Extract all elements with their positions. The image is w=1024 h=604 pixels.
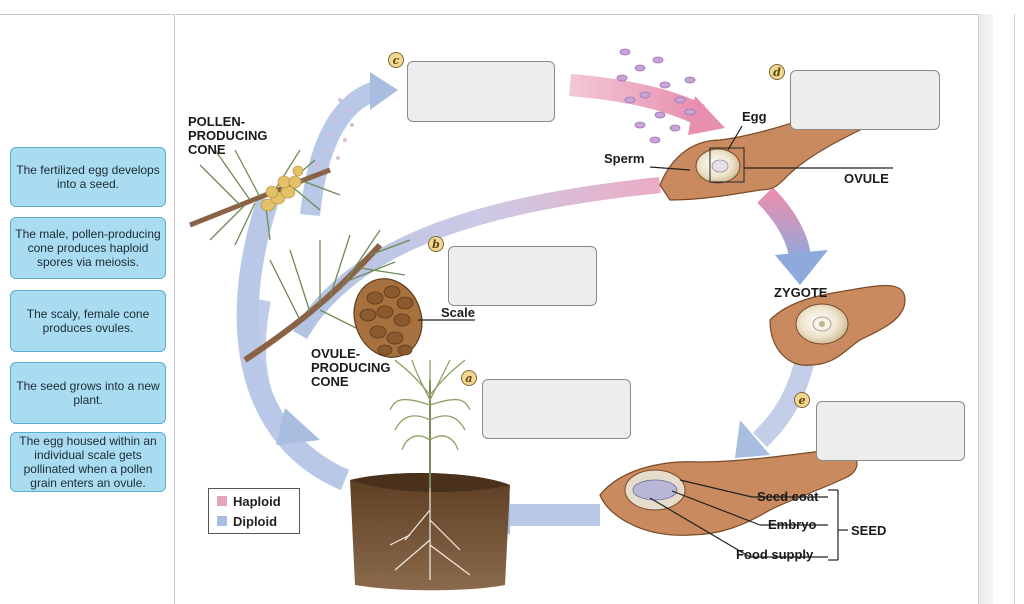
label-embryo: Embryo: [768, 517, 817, 532]
drop-zone-d[interactable]: [790, 70, 940, 130]
drag-card-fertilized-egg[interactable]: The fertilized egg develops into a seed.: [10, 147, 166, 207]
label-food-supply: Food supply: [736, 547, 814, 562]
ovule-cone-branch: [243, 229, 475, 363]
drag-card-female-cone[interactable]: The scaly, female cone produces ovules.: [10, 290, 166, 352]
legend: Haploid Diploid: [208, 488, 300, 534]
drop-zone-b[interactable]: [448, 246, 597, 306]
drop-zone-a[interactable]: [482, 379, 631, 439]
label-pollen-producing-cone: POLLEN- PRODUCING CONE: [188, 114, 268, 157]
haploid-swatch: [217, 496, 227, 506]
marker-d: d: [769, 64, 785, 80]
legend-label-diploid: Diploid: [233, 513, 278, 529]
zygote-illustration: [769, 284, 906, 366]
arrowhead-seed: [735, 420, 770, 458]
marker-b: b: [428, 236, 444, 252]
legend-label-haploid: Haploid: [233, 493, 281, 509]
drag-card-seed-grows[interactable]: The seed grows into a new plant.: [10, 362, 166, 424]
label-egg: Egg: [742, 109, 767, 124]
page-edge-divider: [1014, 14, 1015, 604]
diploid-swatch: [217, 516, 227, 526]
arrowhead-pollination: [688, 96, 725, 135]
arrowhead-zygote: [775, 250, 828, 285]
arrowhead-pollen: [370, 72, 398, 110]
pollen-cone-branch: [189, 149, 341, 246]
label-scale: Scale: [441, 305, 475, 320]
marker-a: a: [461, 370, 477, 386]
scrollbar-track[interactable]: [978, 14, 993, 604]
arrowhead-left: [276, 408, 320, 445]
drop-zone-c[interactable]: [407, 61, 555, 122]
marker-e: e: [794, 392, 810, 408]
label-ovule: OVULE: [844, 171, 889, 186]
label-zygote: ZYGOTE: [774, 285, 828, 300]
marker-c: c: [388, 52, 404, 68]
label-ovule-producing-cone: OVULE- PRODUCING CONE: [311, 346, 391, 389]
legend-item-haploid: Haploid: [217, 493, 281, 509]
legend-item-diploid: Diploid: [217, 513, 278, 529]
seed-illustration: [599, 449, 858, 561]
seedling: [350, 359, 510, 591]
drop-zone-e[interactable]: [816, 401, 965, 461]
diagram-panel: [176, 14, 978, 604]
drag-card-pollination[interactable]: The egg housed within an individual scal…: [10, 432, 166, 492]
label-seed-coat: Seed coat: [757, 489, 819, 504]
pollen-grains: [316, 98, 354, 167]
drag-card-male-cone[interactable]: The male, pollen-producing cone produces…: [10, 217, 166, 279]
card-panel: [0, 14, 175, 604]
label-sperm: Sperm: [604, 151, 645, 166]
label-seed: SEED: [851, 523, 887, 538]
